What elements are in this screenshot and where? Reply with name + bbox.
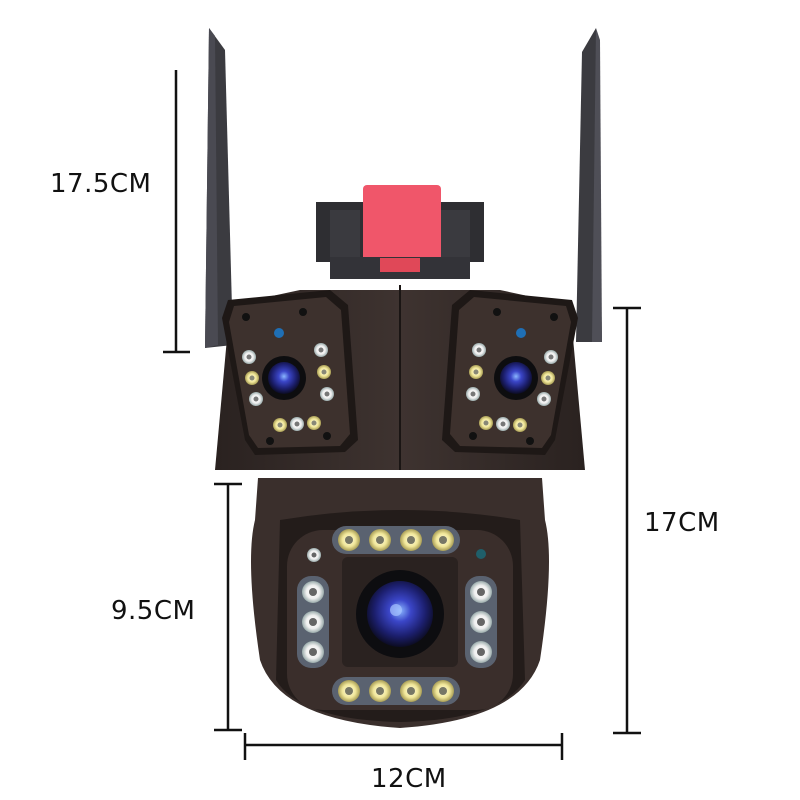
dome-height-label: 9.5CM	[111, 596, 196, 626]
total-height-label: 17CM	[644, 508, 720, 538]
top-mount	[316, 185, 484, 279]
dome-height-dimension-line	[214, 482, 242, 732]
right-antenna	[576, 28, 602, 342]
dome-width-label: 12CM	[371, 764, 447, 794]
dome-led-top-row	[338, 529, 454, 551]
ptz-dome	[251, 478, 549, 728]
left-antenna	[205, 28, 233, 348]
dome-led-bottom-row	[338, 680, 454, 702]
dome-led-left-column	[302, 581, 324, 663]
left-camera-module	[222, 290, 358, 455]
right-camera-module	[442, 290, 578, 455]
dome-led-right-column	[470, 581, 492, 663]
antenna-height-dimension-line	[163, 70, 190, 354]
antenna-height-label: 17.5CM	[50, 169, 152, 199]
dome-width-dimension-line	[243, 733, 564, 760]
total-height-dimension-line	[613, 306, 641, 735]
